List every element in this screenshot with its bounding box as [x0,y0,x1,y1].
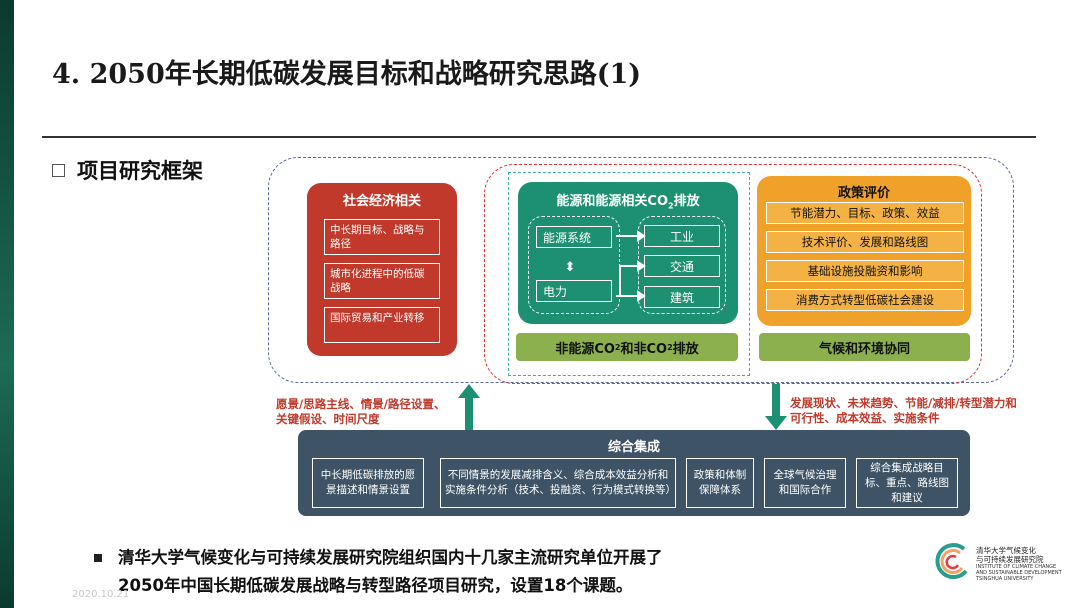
social-economy-panel: 社会经济相关 中长期目标、战略与路径 城市化进程中的低碳战略 国际贸易和产业转移 [307,183,457,356]
square-bullet-icon [52,163,65,177]
policy-item: 基础设施投融资和影响 [766,260,964,282]
energy-teal-frame [508,172,750,376]
sector-transport-box: 交通 [644,255,720,277]
integration-item: 政策和体制保障体系 [686,458,754,508]
integration-item: 全球气候治理和国际合作 [764,458,846,508]
summary-line: 2050年中国长期低碳发展战略与转型路径项目研究，设置18个课题。 [118,576,633,595]
policy-panel: 政策评价 节能潜力、目标、政策、效益 技术评价、发展和路线图 基础设施投融资和影… [757,176,971,326]
summary-line: 清华大学气候变化与可持续发展研究院组织国内十几家主流研究单位开展了 [118,548,663,567]
social-item: 中长期目标、战略与路径 [324,219,440,255]
social-item: 国际贸易和产业转移 [324,307,440,343]
left-input-note: 愿景/思路主线、情景/路径设置、关键假设、时间尺度 [276,397,446,426]
energy-policy-frame [484,164,982,384]
title-divider [42,136,1036,138]
sector-building-box: 建筑 [644,286,720,308]
policy-item: 节能潜力、目标、政策、效益 [766,202,964,224]
climate-environment-bar: 气候和环境协同 [759,333,970,361]
up-arrow-icon [458,384,480,430]
electricity-box: 电力 [536,280,612,302]
square-bullet-icon [94,554,102,562]
updown-arrow-icon: ⬍ [564,260,576,275]
policy-title: 政策评价 [837,186,890,201]
energy-connector-arrows [616,230,646,302]
slide-title: 4. 2050年长期低碳发展目标和战略研究思路(1) [52,59,642,90]
section-label: 项目研究框架 [77,159,203,183]
framework-outer-frame [268,157,1014,383]
energy-system-group [528,216,620,314]
social-item: 城市化进程中的低碳战略 [324,263,440,299]
left-accent-bar [0,0,14,608]
policy-item: 消费方式转型低碳社会建设 [766,289,964,311]
institute-name: 清华大学气候变化 与可持续发展研究院 INSTITUTE OF CLIMATE … [976,546,1062,582]
integration-item: 不同情景的发展减排含义、综合成本效益分析和实施条件分析（技术、投融资、行为模式转… [440,458,676,508]
policy-item: 技术评价、发展和路线图 [766,231,964,253]
energy-system-box: 能源系统 [536,226,612,248]
energy-panel: 能源和能源相关CO2排放 能源系统 ⬍ 电力 工业 交通 建筑 [518,182,738,324]
sector-industry-box: 工业 [644,225,720,247]
summary-bullet: 清华大学气候变化与可持续发展研究院组织国内十几家主流研究单位开展了 2050年中… [94,544,663,600]
energy-title: 能源和能源相关CO2排放 [556,194,700,211]
integration-panel: 综合集成 中长期低碳排放的愿景描述和情景设置 不同情景的发展减排含义、综合成本效… [298,430,970,516]
integration-item: 中长期低碳排放的愿景描述和情景设置 [312,458,424,508]
institute-logo-icon [935,543,968,580]
social-economy-title: 社会经济相关 [342,194,421,209]
footer-date: 2020.10.21 [72,589,130,600]
section-heading: 项目研究框架 [52,155,203,185]
right-input-note: 发展现状、未来趋势、节能/减排/转型潜力和可行性、成本效益、实施条件 [790,396,1017,425]
integration-item: 综合集成战略目标、重点、路线图和建议 [856,458,958,508]
down-arrow-icon [765,384,787,430]
integration-title: 综合集成 [607,440,660,455]
